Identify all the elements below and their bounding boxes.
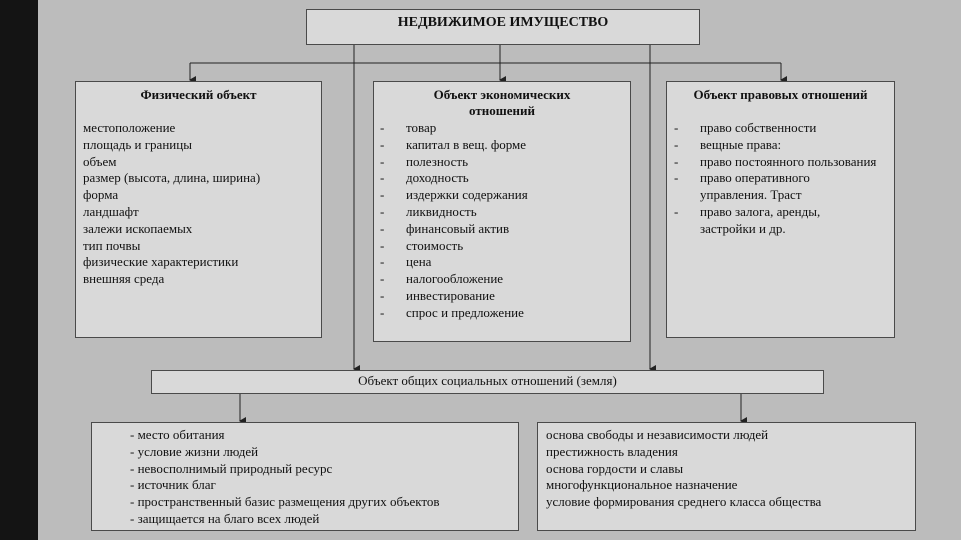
bottom-left-box: - место обитания - условие жизни людей -… — [91, 422, 519, 531]
dash-marker: - — [380, 153, 385, 169]
dash-marker: - — [380, 237, 385, 253]
left-dark-bar — [0, 0, 38, 540]
list-item: ландшафт — [83, 203, 139, 219]
list-item: -капитал в вещ. форме — [380, 136, 527, 152]
list-item: залежи ископаемых — [83, 220, 193, 236]
physical-object-list: местоположение площадь и границы объем р… — [83, 120, 260, 288]
dash-marker: - — [380, 136, 385, 152]
list-item: - невосполнимый природный ресурс — [130, 460, 333, 476]
list-item: -вещные права: — [674, 136, 782, 152]
legal-object-list: -право собственности -вещные права: -пра… — [674, 120, 876, 238]
dash-marker: - — [674, 153, 679, 169]
dash-marker: - — [380, 254, 385, 270]
dash-marker: - — [674, 136, 679, 152]
list-item: -спрос и предложение — [380, 304, 524, 320]
list-item: тип почвы — [83, 237, 141, 253]
economic-title-line1: Объект экономических — [433, 87, 571, 102]
bottom-left-list: - место обитания - условие жизни людей -… — [130, 427, 440, 528]
dash-marker: - — [380, 120, 385, 135]
list-item: -стоимость — [380, 237, 464, 253]
list-item: основа свободы и независимости людей — [546, 427, 769, 442]
list-item: площадь и границы — [83, 136, 192, 152]
bottom-right-box: основа свободы и независимости людей пре… — [537, 422, 916, 531]
physical-object-title: Физический объект — [140, 87, 257, 102]
economic-object-title: Объект экономических отношений — [374, 87, 630, 119]
list-item: управления. Траст — [700, 187, 802, 203]
list-item: - условие жизни людей — [130, 443, 259, 459]
dash-marker: - — [380, 170, 385, 186]
economic-object-list: -товар -капитал в вещ. форме -полезность… — [380, 120, 528, 322]
list-item: -товар — [380, 120, 437, 135]
list-item: основа гордости и славы — [546, 460, 684, 476]
list-item: престижность владения — [546, 443, 678, 459]
list-item: -налогообложение — [380, 271, 504, 287]
list-item: -инвестирование — [380, 287, 495, 303]
list-item: - пространственный базис размещения друг… — [130, 494, 440, 510]
dash-marker: - — [380, 304, 385, 320]
list-item: -финансовый актив — [380, 220, 510, 236]
social-object-title: Объект общих социальных отношений (земля… — [358, 373, 617, 388]
list-item: -право постоянного пользования — [674, 153, 877, 169]
dash-marker: - — [380, 287, 385, 303]
list-item: физические характеристики — [83, 254, 239, 270]
bottom-right-list: основа свободы и независимости людей пре… — [546, 427, 821, 511]
list-item: условие формирования среднего класса общ… — [546, 494, 822, 510]
legal-object-title: Объект правовых отношений — [693, 87, 868, 102]
dash-marker: - — [674, 170, 679, 186]
list-item: форма — [83, 187, 119, 203]
list-item: внешняя среда — [83, 271, 165, 287]
list-item: размер (высота, длина, ширина) — [83, 170, 261, 186]
list-item: -право собственности — [674, 120, 817, 135]
physical-object-box: Физический объект местоположение площадь… — [75, 81, 322, 338]
economic-title-line2: отношений — [469, 103, 535, 118]
dash-marker: - — [380, 187, 385, 203]
list-item: местоположение — [83, 120, 176, 135]
list-item: -полезность — [380, 153, 468, 169]
list-item: - источник благ — [130, 477, 216, 493]
dash-marker: - — [674, 203, 679, 219]
legal-object-box: Объект правовых отношений -право собстве… — [666, 81, 895, 338]
list-item: -право оперативного — [674, 170, 810, 186]
social-object-box: Объект общих социальных отношений (земля… — [151, 370, 824, 394]
list-item: застройки и др. — [700, 220, 786, 236]
list-item: -цена — [380, 254, 432, 270]
economic-object-box: Объект экономических отношений -товар -к… — [373, 81, 631, 342]
dash-marker: - — [380, 220, 385, 236]
root-box: НЕДВИЖИМОЕ ИМУЩЕСТВО — [306, 9, 700, 45]
dash-marker: - — [674, 120, 679, 135]
dash-marker: - — [380, 271, 385, 287]
list-item: -ликвидность — [380, 203, 477, 219]
list-item: -право залога, аренды, — [674, 203, 821, 219]
list-item: объем — [83, 153, 117, 169]
list-item: многофункциональное назначение — [546, 477, 738, 493]
list-item: - место обитания — [130, 427, 225, 442]
dash-marker: - — [380, 203, 385, 219]
list-item: -доходность — [380, 170, 469, 186]
list-item: -издержки содержания — [380, 187, 528, 203]
list-item: - защищается на благо всех людей — [130, 510, 320, 526]
root-title: НЕДВИЖИМОЕ ИМУЩЕСТВО — [397, 15, 609, 30]
